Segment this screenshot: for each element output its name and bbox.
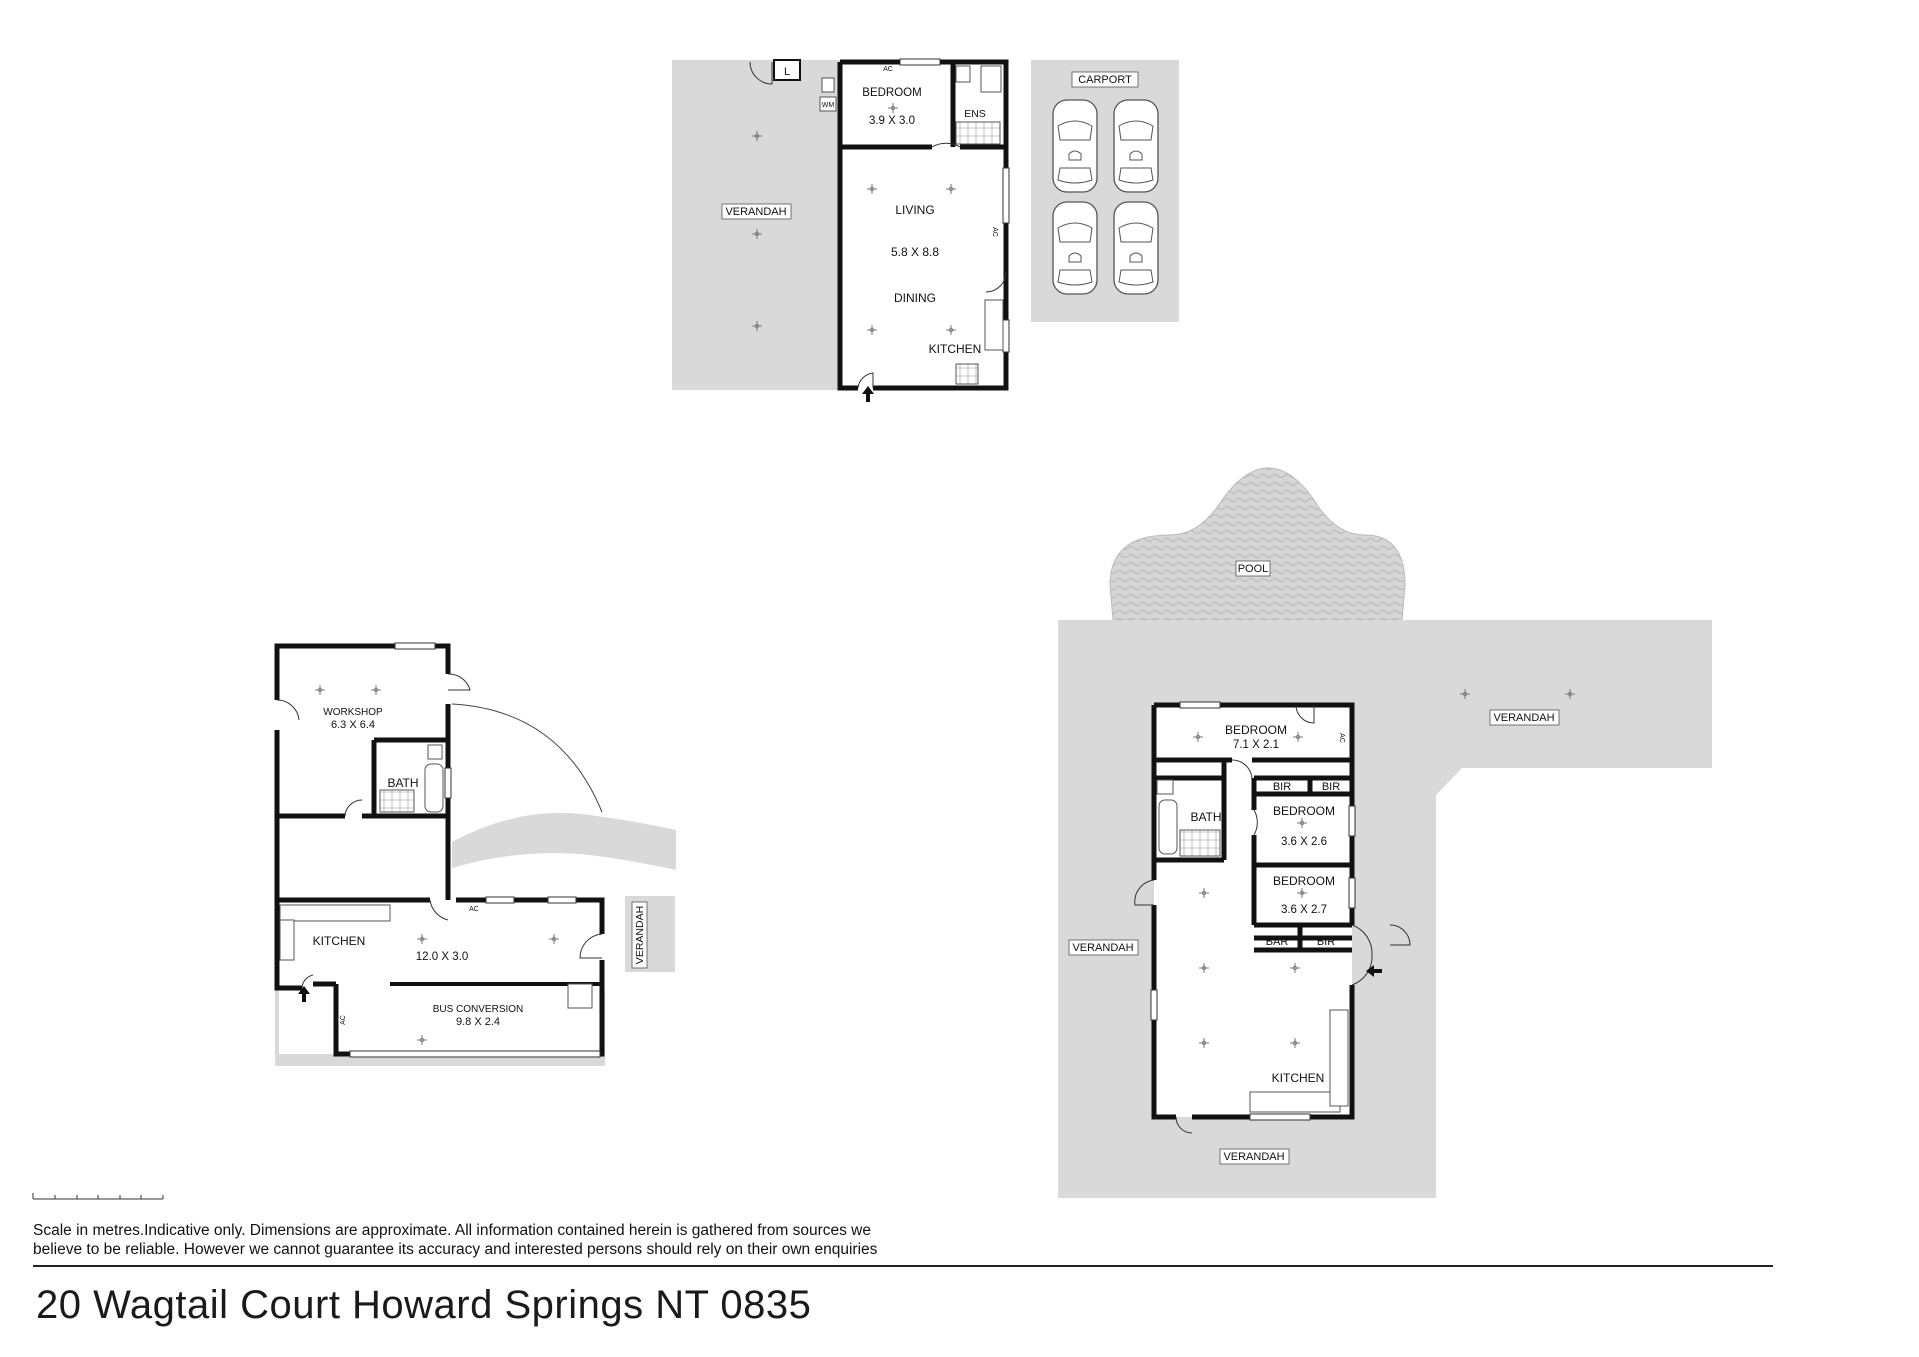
divider: [33, 1265, 1773, 1267]
scale-bar: [32, 1193, 164, 1200]
property-address: 20 Wagtail Court Howard Springs NT 0835: [36, 1283, 812, 1327]
workshop-label: WORKSHOP: [323, 707, 383, 718]
pool-label: POOL: [1235, 560, 1271, 577]
verandah-right-label-left: VERANDAH: [1068, 939, 1139, 956]
verandah-left-label: VERANDAH: [631, 901, 648, 969]
disclaimer-line-2: believe to be reliable. However we canno…: [33, 1241, 878, 1258]
bath-left-label: BATH: [387, 776, 418, 790]
bedroom-top-label: BEDROOM: [862, 87, 921, 99]
bedroom3-dim: 3.6 X 2.7: [1281, 904, 1327, 916]
ac-kitchen-label: AC: [469, 906, 479, 913]
ens-label: ENS: [964, 108, 986, 120]
workshop-dim: 6.3 X 6.4: [331, 719, 375, 731]
svg-text:CARPORT: CARPORT: [1078, 74, 1132, 86]
top-building: L WM VERANDAH AC BEDROOM 3.9 X 3.0 ENS L…: [672, 58, 1179, 402]
ac-bedroom-label: AC: [1338, 733, 1345, 743]
bir-label-1: BIR: [1273, 781, 1291, 793]
laundry-label: L: [784, 66, 790, 78]
svg-text:VERANDAH: VERANDAH: [725, 206, 786, 218]
living-dim: 5.8 X 8.8: [891, 245, 939, 259]
bar-label: BAR: [1266, 936, 1289, 948]
svg-text:VERANDAH: VERANDAH: [634, 906, 646, 964]
disclaimer-line-1: Scale in metres.Indicative only. Dimensi…: [33, 1222, 871, 1239]
bus-conversion-dim: 9.8 X 2.4: [456, 1016, 500, 1028]
bir-label-2: BIR: [1322, 781, 1340, 793]
entry-arrow-top: [862, 386, 874, 402]
garden-path: [452, 812, 676, 870]
svg-text:VERANDAH: VERANDAH: [1223, 1151, 1284, 1163]
kitchen-right-label: KITCHEN: [1272, 1071, 1325, 1085]
bedroom2-dim: 3.6 X 2.6: [1281, 836, 1327, 848]
entry-arrow-left: [298, 986, 310, 1002]
living-label: LIVING: [895, 203, 934, 217]
kitchen-top-label: KITCHEN: [929, 342, 982, 356]
carport-label: CARPORT: [1071, 71, 1139, 88]
ac-label: AC: [883, 66, 893, 73]
verandah-top-area: [672, 60, 842, 390]
bedroom-main-label: BEDROOM: [1225, 723, 1287, 737]
svg-text:POOL: POOL: [1238, 563, 1269, 575]
pool-shape: [1109, 467, 1406, 621]
bus-conversion-label: BUS CONVERSION: [433, 1004, 524, 1015]
dining-label: DINING: [894, 291, 936, 305]
bath-right-label: BATH: [1190, 810, 1221, 824]
entry-arrow-right: [1366, 965, 1382, 977]
wm-label: WM: [822, 102, 835, 109]
bedroom-top-dim: 3.9 X 3.0: [869, 115, 915, 127]
verandah-top-label: VERANDAH: [721, 203, 792, 220]
bedroom3-label: BEDROOM: [1273, 874, 1335, 888]
kitchen-left-dim: 12.0 X 3.0: [416, 951, 468, 963]
bir-label-3: BIR: [1317, 936, 1335, 948]
disclaimer: Scale in metres.Indicative only. Dimensi…: [33, 1221, 933, 1259]
bedroom-main-dim: 7.1 X 2.1: [1233, 739, 1279, 751]
bedroom2-label: BEDROOM: [1273, 804, 1335, 818]
living-interior: [840, 60, 1008, 390]
svg-text:VERANDAH: VERANDAH: [1493, 712, 1554, 724]
ac-bus-label: AC: [340, 1015, 347, 1025]
verandah-right-label-top: VERANDAH: [1489, 709, 1560, 726]
left-building: WORKSHOP 6.3 X 6.4 BATH KITCHEN 12.0 X 3…: [274, 642, 676, 1066]
kitchen-left-label: KITCHEN: [313, 934, 366, 948]
svg-text:VERANDAH: VERANDAH: [1072, 942, 1133, 954]
verandah-right-label-bottom: VERANDAH: [1219, 1148, 1290, 1165]
laundry-box: [773, 59, 801, 81]
right-building: POOL: [1058, 467, 1712, 1198]
ac-living-label: AC: [991, 227, 998, 237]
